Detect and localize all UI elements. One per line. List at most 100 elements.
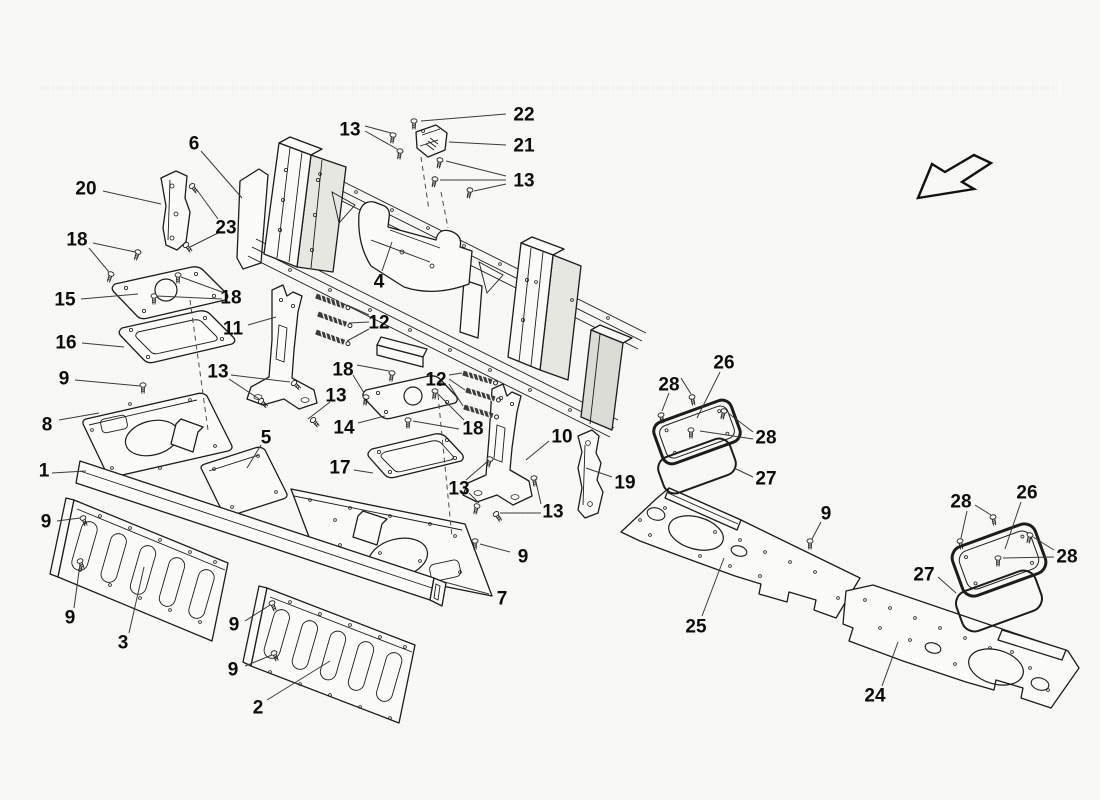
callout-leader (128, 566, 145, 634)
callout-leader (974, 504, 992, 516)
part-number-label: 13 (542, 502, 563, 523)
callout-leader (307, 401, 331, 420)
part-5-plate (200, 446, 288, 517)
part-8-panel (82, 392, 233, 478)
part-number-label: 15 (54, 290, 76, 311)
screw (270, 650, 279, 662)
screw (720, 408, 728, 420)
callout-leader (881, 641, 899, 687)
screw (76, 558, 85, 570)
part-number-label: 13 (448, 479, 469, 500)
callout-leader (73, 563, 81, 609)
part-number-label: 3 (118, 633, 129, 654)
part-number-label: 18 (332, 360, 353, 381)
callout-leader (244, 654, 273, 667)
callout-leader (244, 604, 271, 622)
part-21-bracket (415, 124, 448, 158)
part-number-label: 18 (462, 419, 483, 440)
part-number-label: 9 (518, 547, 529, 568)
part-number-label: 11 (223, 319, 244, 340)
part-number-label: 25 (685, 617, 707, 638)
screw (133, 249, 142, 261)
screw (106, 271, 115, 283)
screw (309, 416, 320, 428)
part-24-floor-panel (842, 584, 1080, 709)
screw (806, 538, 814, 550)
part-number-label: 14 (333, 418, 355, 439)
callout-leader-lines (51, 113, 1055, 701)
screw (471, 538, 479, 550)
screw (182, 242, 193, 253)
part-26-cover-plate-right (950, 522, 1048, 598)
screw (290, 379, 302, 391)
callout-leader (352, 374, 365, 394)
part-20-bracket (160, 170, 191, 251)
part-17-gasket (367, 433, 464, 479)
screw (410, 118, 418, 130)
callout-leader (727, 412, 754, 433)
part-number-label: 13 (207, 362, 228, 383)
callout-leader (381, 241, 393, 272)
screw (79, 515, 88, 527)
callout-leader (364, 125, 392, 134)
dashed-axis-line (189, 299, 209, 431)
callout-leader (356, 364, 390, 372)
part-number-label: 10 (551, 427, 572, 448)
part-15-plate (111, 266, 229, 320)
callout-leader (535, 481, 542, 505)
screw (188, 183, 199, 194)
part-number-label: 16 (55, 333, 76, 354)
part-number-label: 26 (1016, 483, 1037, 504)
callout-leader (1032, 536, 1055, 551)
screw (431, 176, 439, 188)
callout-leader (80, 293, 139, 300)
callout-leader (937, 576, 957, 594)
part-number-label: 9 (65, 608, 76, 629)
screw (268, 600, 277, 612)
callout-leader (811, 521, 822, 540)
part-number-label: 9 (821, 504, 832, 525)
callout-leader (445, 160, 507, 177)
screw (989, 514, 997, 526)
callout-leader (247, 316, 277, 326)
callout-leader (346, 328, 370, 342)
callout-leader (357, 415, 386, 424)
part-number-label: 21 (513, 136, 535, 157)
callout-leader (440, 580, 490, 595)
part-number-label: 27 (755, 469, 776, 490)
part-number-label: 1 (39, 461, 50, 482)
part-27-gasket-right (955, 569, 1043, 633)
callout-leader (585, 467, 613, 478)
callout-leader (465, 460, 489, 481)
screw (466, 187, 474, 199)
threaded-bolt (465, 387, 502, 403)
callout-leader (1002, 556, 1055, 559)
part-25-floor-panel (620, 487, 861, 619)
callout-leader (180, 276, 223, 293)
part-number-label: 13 (339, 120, 360, 141)
callout-leader (960, 510, 968, 539)
part-6-rear-panel (236, 136, 647, 438)
callout-leader (661, 392, 670, 412)
callout-leader (156, 295, 223, 300)
screw (486, 456, 494, 468)
screw (388, 370, 396, 382)
part-number-label: 12 (425, 370, 446, 391)
screw (389, 132, 397, 144)
part-number-label: 4 (374, 272, 385, 293)
part-number-label: 7 (497, 589, 508, 610)
screw (257, 397, 269, 409)
threaded-bolt (317, 311, 353, 329)
part-2-slotted-panel (242, 585, 416, 724)
callout-leader (88, 247, 110, 273)
callout-leader (420, 113, 507, 122)
part-number-label: 9 (59, 369, 70, 390)
part-number-label: 17 (329, 458, 350, 479)
part-number-label: 8 (42, 415, 53, 436)
callout-leader (448, 141, 507, 146)
part-number-label: 13 (325, 386, 346, 407)
threaded-bolt (463, 404, 500, 420)
part-27-gasket-left (657, 437, 737, 495)
